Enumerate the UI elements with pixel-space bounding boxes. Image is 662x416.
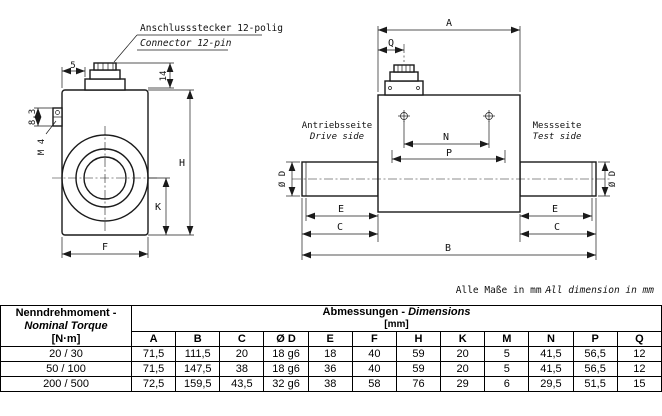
dim-value: 56,5	[572, 361, 618, 377]
col-header-a: A	[130, 331, 177, 347]
col-header-m: M	[484, 331, 530, 347]
side-labels: Antriebsseite Drive side Messseite Test …	[302, 121, 582, 142]
table-row: 20 / 30 71,5 111,5 20 18 g6 18 40 59 20 …	[0, 346, 662, 362]
dim-label-c-left: C	[337, 222, 343, 233]
col-header-k: K	[440, 331, 486, 347]
units-note-en: All dimension in mm	[544, 285, 654, 296]
dim-value: 43,5	[219, 376, 265, 392]
dim-value: 12	[616, 346, 662, 362]
col-header-f: F	[351, 331, 397, 347]
col-header-c: C	[219, 331, 265, 347]
connector-label-de: Anschlussstecker 12-polig	[140, 23, 283, 34]
dim-value: 29,5	[528, 376, 574, 392]
dim-value: 29	[440, 376, 486, 392]
side-view	[292, 44, 610, 213]
dim-label-8-3: 8,3	[28, 109, 38, 125]
dim-value: 20	[440, 361, 486, 377]
front-view-dimensions: 5 8,3 M 4 14 H K	[28, 61, 194, 258]
dim-label-m4: M 4	[37, 139, 47, 155]
dim-value: 5	[484, 346, 530, 362]
dim-value: 59	[395, 361, 442, 377]
dim-value: 51,5	[572, 376, 618, 392]
dim-value: 40	[351, 361, 397, 377]
dim-value: 111,5	[175, 346, 221, 362]
torque-header-cell: Nenndrehmoment - Nominal Torque [N·m]	[0, 305, 132, 347]
drive-side-label-en: Drive side	[309, 132, 364, 142]
dim-value: 18	[307, 346, 353, 362]
torque-header-en: Nominal Torque	[24, 319, 108, 332]
dim-label-od-right: Ø D	[607, 171, 618, 187]
dim-label-b: B	[445, 243, 451, 254]
dim-value: 159,5	[175, 376, 221, 392]
torque-header-unit: [N·m]	[51, 332, 81, 345]
col-header-b: B	[175, 331, 221, 347]
dim-value: 20	[440, 346, 486, 362]
torque-header-de: Nenndrehmoment -	[15, 306, 117, 319]
dim-value: 32 g6	[263, 376, 309, 392]
torque-value: 50 / 100	[0, 361, 132, 377]
col-header-n: N	[528, 331, 574, 347]
dim-label-f: F	[102, 242, 108, 253]
dim-label-q: Q	[388, 38, 394, 49]
col-header-h: H	[395, 331, 442, 347]
side-view-dimensions: A Q N P Ø D Ø D	[277, 18, 618, 260]
dim-value: 38	[219, 361, 265, 377]
dim-value: 71,5	[130, 346, 177, 362]
technical-drawing: 5 8,3 M 4 14 H K	[28, 18, 655, 296]
torque-value: 200 / 500	[0, 376, 132, 392]
dimensions-header-unit: [mm]	[384, 319, 409, 330]
dim-label-p: P	[446, 148, 452, 159]
dim-value: 40	[351, 346, 397, 362]
dim-label-e-left: E	[338, 204, 344, 215]
dim-value: 6	[484, 376, 530, 392]
dim-value: 15	[616, 376, 662, 392]
dim-value: 72,5	[130, 376, 177, 392]
dimensions-table: Nenndrehmoment - Nominal Torque [N·m] Ab…	[0, 305, 662, 392]
dim-value: 20	[219, 346, 265, 362]
dim-label-k: K	[155, 202, 161, 213]
dim-label-a: A	[446, 18, 452, 29]
table-header-row: Nenndrehmoment - Nominal Torque [N·m] Ab…	[0, 305, 662, 347]
test-side-label-en: Test side	[533, 132, 582, 142]
dimensions-header-cell: Abmessungen - Dimensions [mm]	[131, 305, 662, 332]
dim-value: 41,5	[528, 361, 574, 377]
dim-label-5: 5	[70, 61, 75, 71]
front-view	[52, 62, 158, 236]
dim-label-14: 14	[159, 71, 169, 82]
torque-value: 20 / 30	[0, 346, 132, 362]
dim-label-e-right: E	[552, 204, 558, 215]
drive-side-label-de: Antriebsseite	[302, 121, 372, 131]
dim-label-n: N	[443, 132, 449, 143]
dimensions-header-de: Abmessungen -	[322, 306, 409, 319]
connector-callout: Anschlussstecker 12-polig Connector 12-p…	[113, 23, 283, 63]
col-header-q: Q	[616, 331, 662, 347]
dim-value: 36	[307, 361, 353, 377]
dim-value: 147,5	[175, 361, 221, 377]
dim-value: 56,5	[572, 346, 618, 362]
dim-value: 12	[616, 361, 662, 377]
dim-value: 18 g6	[263, 346, 309, 362]
col-header-od: Ø D	[263, 331, 309, 347]
units-note: Alle Maße in mm - All dimension in mm	[456, 285, 655, 296]
dim-value: 76	[395, 376, 442, 392]
dim-value: 18 g6	[263, 361, 309, 377]
table-row: 200 / 500 72,5 159,5 43,5 32 g6 38 58 76…	[0, 376, 662, 392]
connector-label-en: Connector 12-pin	[140, 38, 232, 49]
units-note-de: Alle Maße in mm -	[456, 285, 553, 296]
dim-value: 38	[307, 376, 353, 392]
dim-label-c-right: C	[554, 222, 560, 233]
dim-value: 41,5	[528, 346, 574, 362]
col-header-p: P	[572, 331, 618, 347]
col-header-e: E	[307, 331, 353, 347]
dim-value: 59	[395, 346, 442, 362]
dim-label-od-left: Ø D	[277, 171, 288, 187]
dimensions-header-en: Dimensions	[408, 306, 471, 319]
dim-value: 71,5	[130, 361, 177, 377]
dim-value: 58	[351, 376, 397, 392]
table-row: 50 / 100 71,5 147,5 38 18 g6 36 40 59 20…	[0, 361, 662, 377]
dim-value: 5	[484, 361, 530, 377]
dim-label-h: H	[179, 158, 185, 169]
test-side-label-de: Messseite	[533, 121, 582, 131]
